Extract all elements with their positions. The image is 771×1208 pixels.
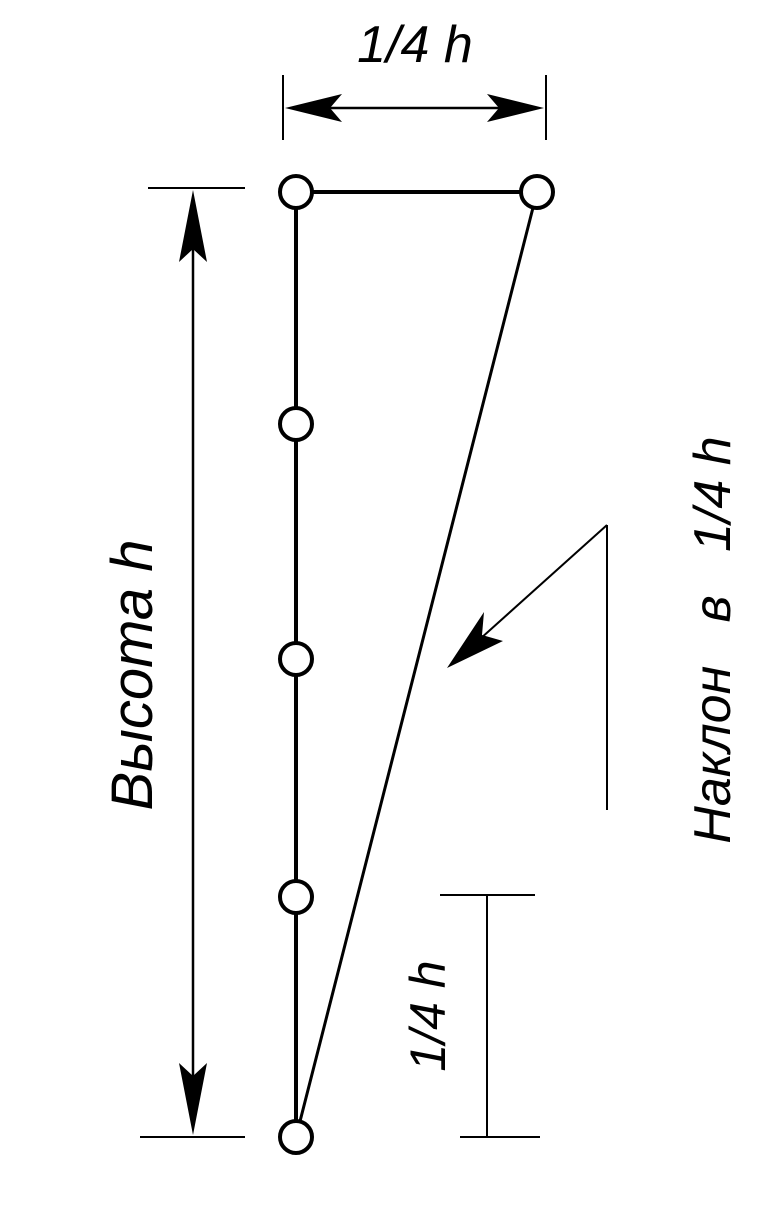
slope-leader-diagonal [469, 524, 608, 649]
height-label: Высота h [100, 540, 165, 811]
height-dimension [140, 187, 245, 1138]
diagonal-member [294, 190, 539, 1139]
height-dim-arrow-bottom [179, 1063, 207, 1135]
top-width-label: 1/4 h [357, 16, 473, 74]
slope-leader [447, 524, 608, 810]
node-top-left [278, 174, 314, 210]
bottom-segment-dimension [440, 894, 540, 1138]
height-dim-arrow-top [179, 190, 207, 262]
node-mid-1 [278, 406, 314, 442]
slope-leader-arrow [447, 612, 503, 668]
node-bottom [278, 1119, 314, 1155]
top-dim-arrow-right [487, 94, 544, 122]
node-mid-3 [278, 879, 314, 915]
top-dim-arrow-left [285, 94, 342, 122]
nodes [278, 174, 555, 1155]
slope-label: Наклон в 1/4 h [684, 436, 742, 843]
top-width-dimension [282, 75, 547, 140]
bottom-segment-label: 1/4 h [400, 960, 456, 1071]
node-mid-2 [278, 641, 314, 677]
node-top-right [519, 174, 555, 210]
